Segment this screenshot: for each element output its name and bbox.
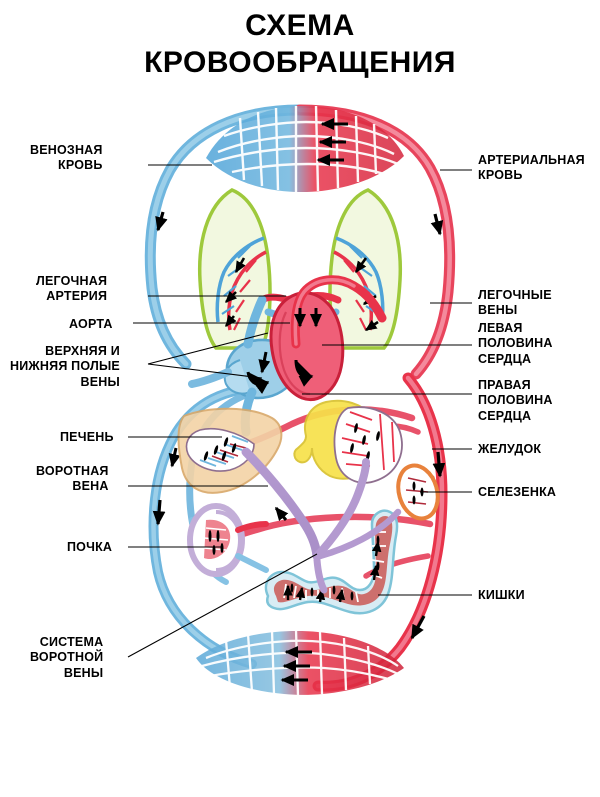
label-spleen: СЕЛЕЗЕНКА bbox=[478, 485, 557, 499]
portal-branch-stomach bbox=[313, 458, 370, 560]
page-title: СХЕМА КРОВООБРАЩЕНИЯ bbox=[0, 8, 600, 81]
kidney-vein-out bbox=[235, 553, 269, 573]
stomach-capillary-mesh bbox=[341, 411, 395, 471]
intestine-arrows bbox=[283, 540, 382, 603]
lower-flow-arrows bbox=[280, 646, 312, 686]
portal-vein-main bbox=[241, 447, 322, 561]
portal-branch-spleen bbox=[316, 508, 402, 560]
label-pulmonary-artery: ЛЕГОЧНАЯ АРТЕРИЯ bbox=[36, 274, 108, 304]
label-pulmonary-veins: ЛЕГОЧНЫЕ ВЕНЫ bbox=[478, 288, 552, 318]
heart-flow-arrows bbox=[246, 308, 322, 394]
left-lung-arrows bbox=[224, 257, 246, 328]
label-vena-cava: ВЕРХНЯЯ И НИЖНЯЯ ПОЛЫЕ ВЕНЫ bbox=[10, 344, 120, 389]
portal-vein-system bbox=[241, 447, 402, 594]
lower-capillary-mesh bbox=[201, 629, 399, 697]
kidney-artery-in bbox=[235, 521, 269, 533]
head-flow-arrows bbox=[316, 118, 348, 166]
liver bbox=[177, 407, 283, 494]
label-intestines: КИШКИ bbox=[478, 588, 525, 602]
spleen bbox=[396, 463, 440, 521]
portal-arrow bbox=[274, 506, 289, 522]
label-portal-vein: ВОРОТНАЯ ВЕНА bbox=[36, 464, 109, 494]
head-capillary-bed bbox=[206, 105, 404, 192]
portal-branch-intestine bbox=[313, 556, 328, 594]
venous-outer-vessel-highlight bbox=[147, 107, 303, 367]
heart-right-atrium bbox=[223, 359, 251, 395]
spleen-marks bbox=[412, 481, 424, 505]
label-left-heart: ЛЕВАЯ ПОЛОВИНА СЕРДЦА bbox=[478, 321, 553, 366]
label-aorta: АОРТА bbox=[69, 317, 113, 331]
left-lung bbox=[197, 188, 272, 350]
flow-arrow-arterial-upper bbox=[430, 213, 444, 236]
flow-arrow-venous-lower bbox=[152, 499, 166, 526]
flow-arrow-arterial-lower bbox=[410, 615, 426, 640]
flow-arrow-venous-upper bbox=[155, 211, 168, 232]
stomach-capillary-dots bbox=[350, 423, 380, 461]
leader-line-vena-cava bbox=[147, 332, 269, 379]
title-line-2: КРОВООБРАЩЕНИЯ bbox=[144, 45, 456, 79]
stomach-capillary-bed bbox=[333, 406, 403, 484]
title-line-1: СХЕМА bbox=[245, 9, 355, 42]
label-stomach: ЖЕЛУДОК bbox=[478, 442, 542, 456]
superior-vena-cava bbox=[243, 295, 267, 349]
right-lung bbox=[328, 188, 403, 350]
arterial-outer-vessel-highlight bbox=[297, 107, 452, 377]
artery-to-kidney bbox=[224, 513, 434, 543]
left-lung-outline bbox=[197, 188, 272, 350]
label-portal-vein-system: СИСТЕМА ВОРОТНОЙ ВЕНЫ bbox=[30, 635, 104, 680]
label-arterial-blood: АРТЕРИАЛЬНАЯ КРОВЬ bbox=[478, 153, 585, 183]
heart-left-half bbox=[269, 291, 345, 401]
flow-arrow-venous-liver bbox=[168, 447, 181, 468]
label-right-heart: ПРАВАЯ ПОЛОВИНА СЕРДЦА bbox=[478, 378, 553, 423]
kidney-marks bbox=[208, 530, 224, 555]
liver-vessels bbox=[185, 428, 255, 472]
label-liver: ПЕЧЕНЬ bbox=[60, 430, 114, 444]
leader-line-portal-vein-system bbox=[127, 553, 318, 658]
heart-left-ventricle-shade bbox=[278, 311, 311, 396]
vena-cava-branch bbox=[188, 368, 232, 388]
label-venous-blood: ВЕНОЗНАЯ КРОВЬ bbox=[30, 143, 103, 173]
leader-lines bbox=[127, 164, 472, 658]
heart bbox=[223, 275, 387, 401]
lower-capillary-bed bbox=[196, 629, 404, 697]
kidney-cortex bbox=[215, 510, 243, 572]
label-kidney: ПОЧКА bbox=[67, 540, 113, 554]
kidney bbox=[187, 503, 269, 577]
flow-arrow-arterial-mid bbox=[432, 451, 446, 478]
